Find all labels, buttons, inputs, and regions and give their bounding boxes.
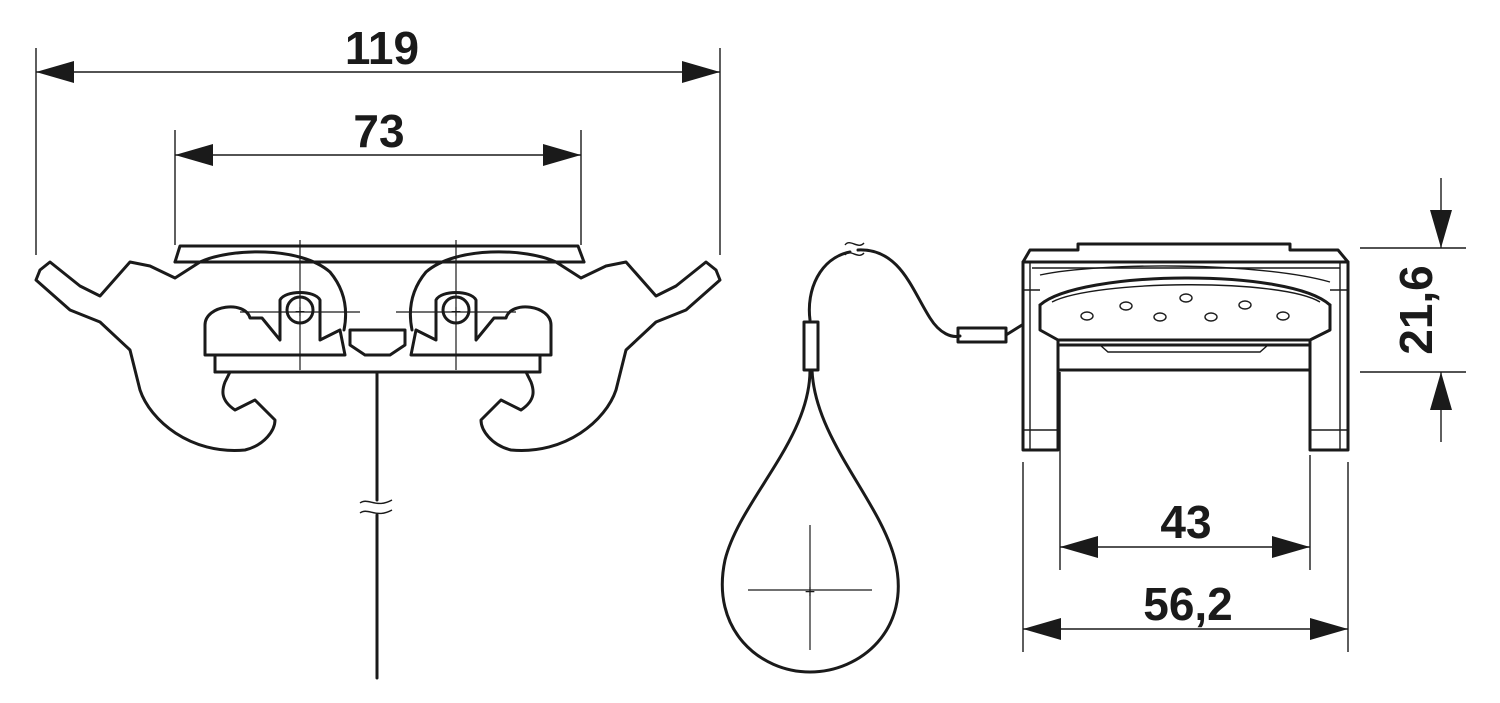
dimension-73: 73 [174, 105, 582, 245]
dimension-21-6-label: 21,6 [1390, 265, 1442, 355]
dimension-43-label: 43 [1160, 496, 1211, 548]
dimension-43: 43 [1059, 372, 1311, 570]
dimension-119: 119 [35, 22, 721, 255]
side-view-cap [1021, 242, 1350, 452]
dimension-119-label: 119 [345, 22, 419, 74]
svg-text:+: + [450, 304, 462, 320]
dimension-56-2-label: 56,2 [1143, 578, 1233, 630]
dimension-73-label: 73 [353, 105, 404, 157]
svg-text:+: + [804, 584, 816, 600]
dimension-21-6: 21,6 [1360, 178, 1466, 442]
dimension-56-2: 56,2 [1022, 462, 1349, 652]
front-view-housing: + + [34, 240, 722, 680]
svg-text:+: + [294, 304, 306, 320]
tether-loop: + [720, 242, 1024, 674]
vent-holes [1080, 293, 1290, 322]
